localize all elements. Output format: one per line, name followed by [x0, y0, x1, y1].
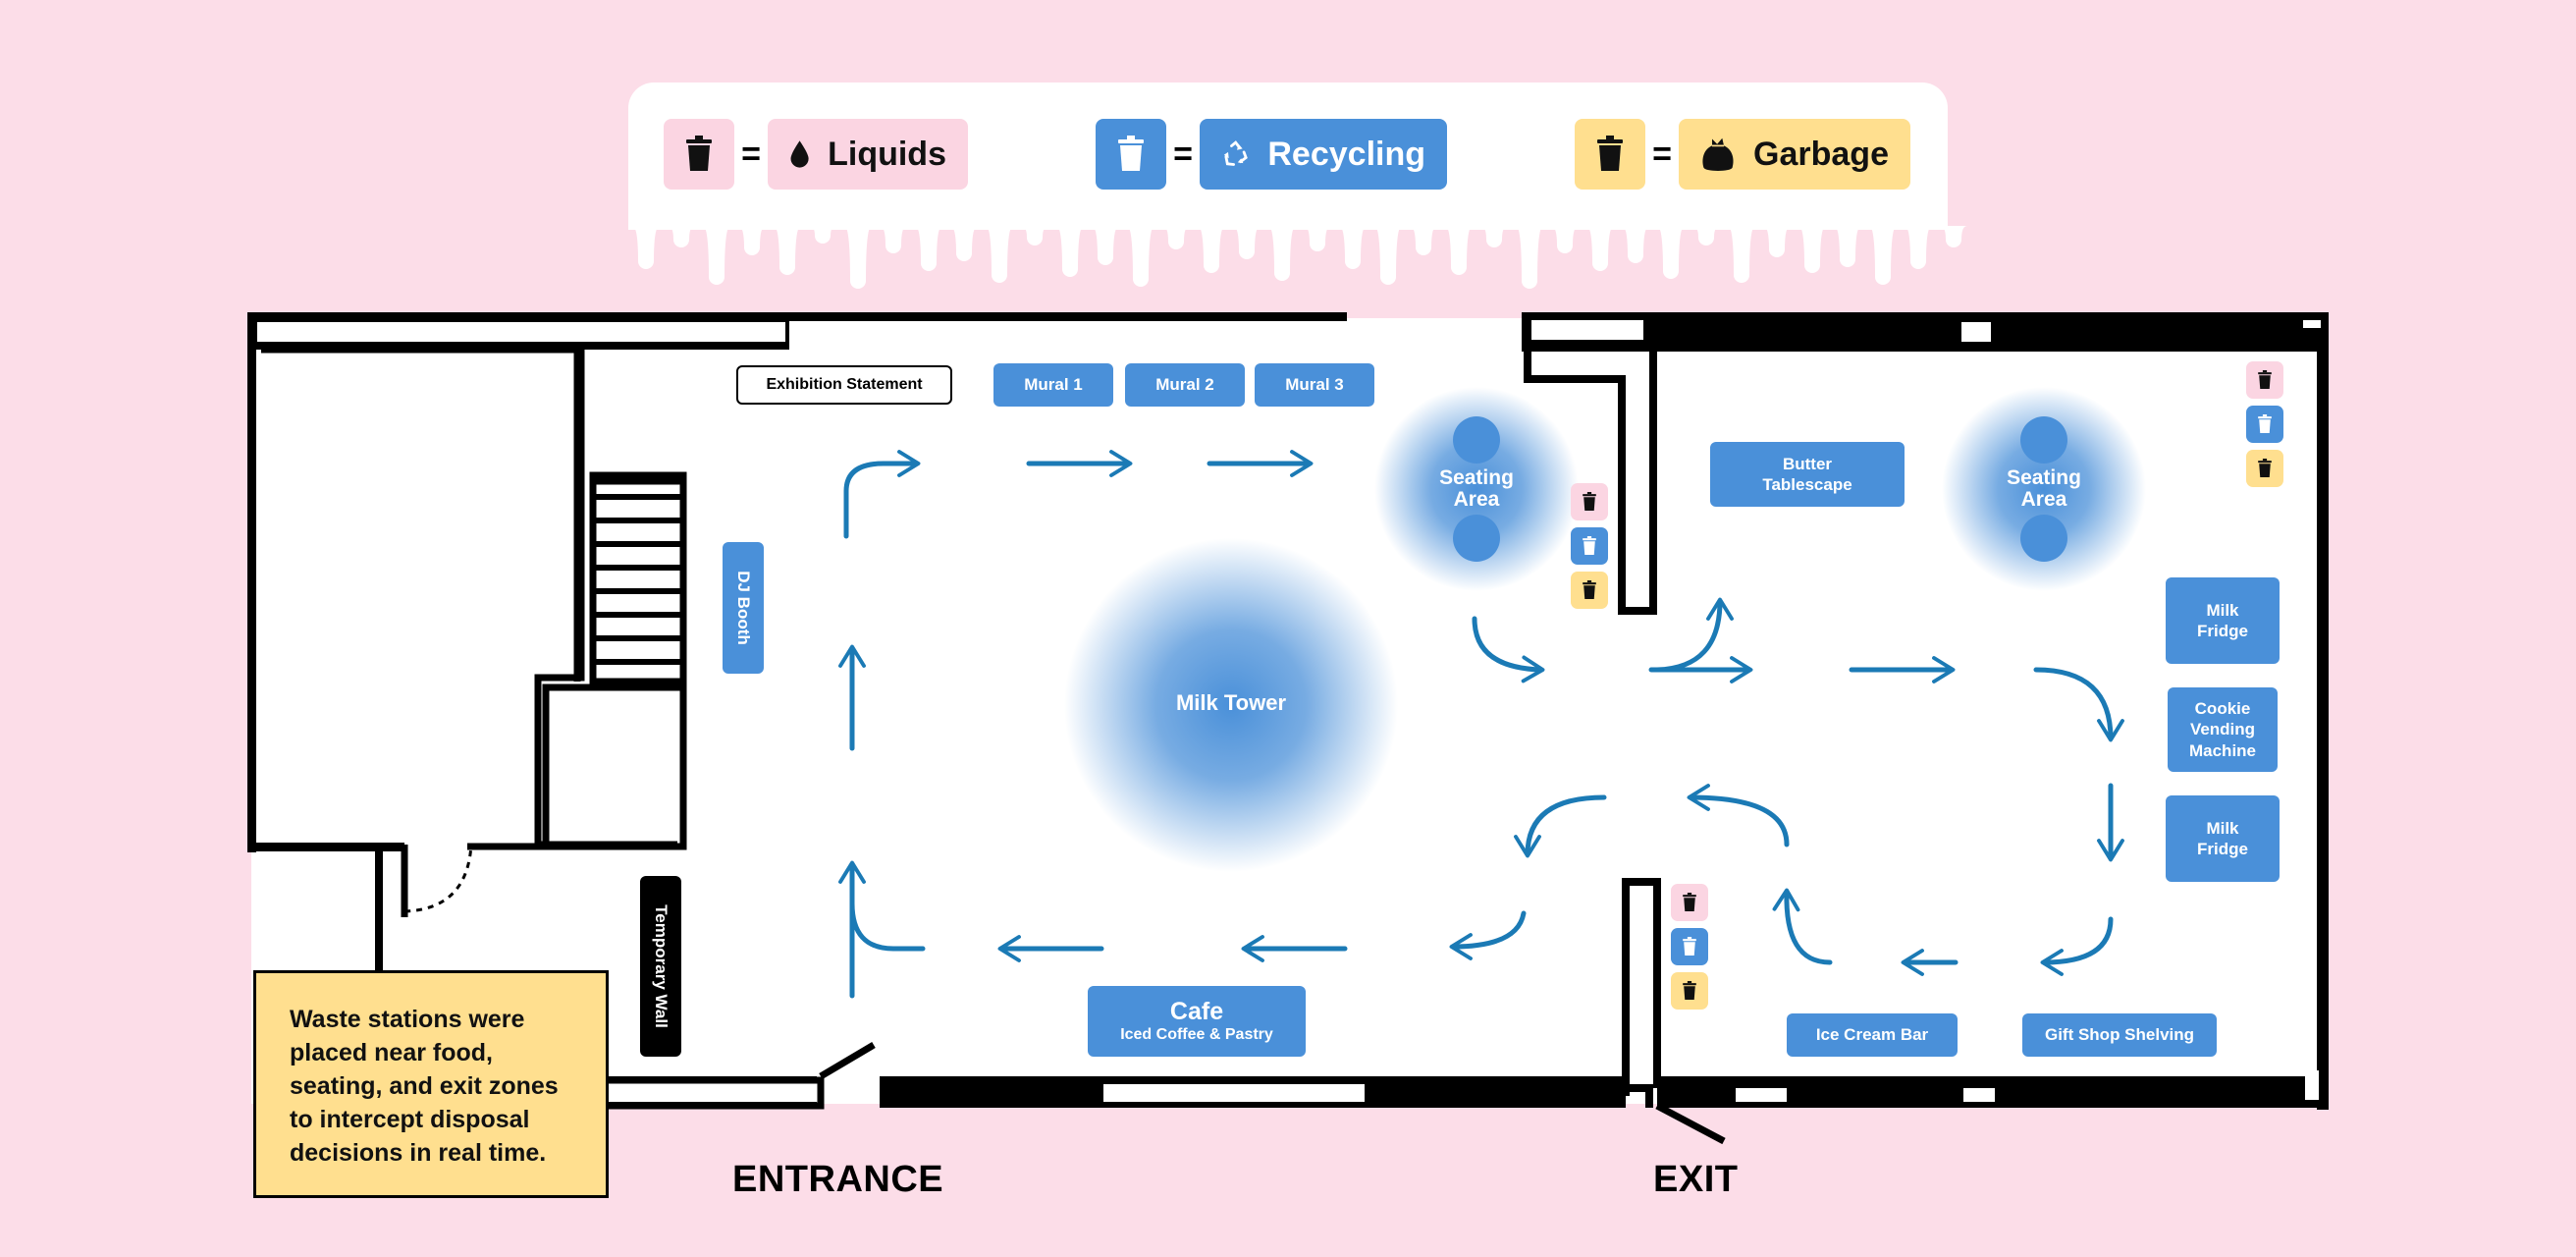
cookie-vending-machine: Cookie Vending Machine [2168, 687, 2278, 772]
seating-area-label-1: Seating Area [1439, 466, 1514, 512]
butter-tablescape: Butter Tablescape [1710, 442, 1905, 507]
garbage-bin-icon [1571, 572, 1608, 609]
milk-tower-label: Milk Tower [1175, 690, 1287, 715]
equals-sign: = [1652, 136, 1672, 173]
drip-shape [628, 220, 1967, 289]
entrance-walls [609, 1041, 1726, 1145]
recycling-chip: Recycling [1200, 119, 1447, 190]
door-swing [403, 844, 473, 913]
exit-label: EXIT [1653, 1159, 1739, 1200]
liquids-chip: Liquids [768, 119, 968, 190]
temporary-wall: Temporary Wall [640, 876, 681, 1057]
cafe: Cafe Iced Coffee & Pastry [1088, 986, 1306, 1057]
flow-arrows [838, 450, 2124, 999]
garbage-bin-icon [2246, 450, 2283, 487]
mural-2: Mural 2 [1125, 363, 1245, 407]
mural-3: Mural 3 [1255, 363, 1374, 407]
drip-decoration [628, 220, 1967, 289]
exhibition-statement: Exhibition Statement [736, 365, 952, 405]
recycling-label: Recycling [1267, 135, 1425, 173]
trash-icon [664, 119, 734, 190]
recycling-bin-icon [1571, 527, 1608, 565]
zone-glows [1064, 387, 2146, 872]
dj-booth-label: DJ Booth [734, 571, 754, 645]
garbage-chip: Garbage [1679, 119, 1910, 190]
stairs [593, 494, 683, 665]
trash-icon [1096, 119, 1166, 190]
dj-booth: DJ Booth [723, 542, 764, 674]
milk-fridge-2: Milk Fridge [2166, 795, 2280, 882]
partition-walls [1524, 342, 1661, 1108]
mural-1: Mural 1 [993, 363, 1113, 407]
liquids-bin-icon [1571, 483, 1608, 520]
waste-station-note: Waste stations were placed near food, se… [253, 970, 609, 1198]
recycle-icon [1223, 140, 1248, 166]
gift-shop-shelving: Gift Shop Shelving [2022, 1013, 2217, 1057]
ice-cream-bar: Ice Cream Bar [1787, 1013, 1958, 1057]
temporary-wall-label: Temporary Wall [652, 904, 671, 1028]
liquids-label: Liquids [828, 135, 946, 173]
seat-circles [1453, 416, 2067, 562]
milk-fridge-1: Milk Fridge [2166, 577, 2280, 664]
equals-sign: = [1173, 136, 1193, 173]
recycling-bin-icon [1671, 928, 1708, 965]
liquids-bin-icon [2246, 361, 2283, 399]
garbage-label: Garbage [1753, 135, 1889, 173]
droplet-icon [790, 140, 809, 168]
seating-area-label-2: Seating Area [2007, 466, 2081, 512]
recycling-bin-icon [2246, 406, 2283, 443]
entrance-label: ENTRANCE [732, 1159, 944, 1200]
garbage-bag-icon [1702, 137, 1734, 171]
wall-openings [257, 320, 2321, 1102]
liquids-bin-icon [1671, 884, 1708, 921]
cafe-sublabel: Iced Coffee & Pastry [1120, 1026, 1273, 1043]
legend-panel: = Liquids = Recycling [628, 82, 1948, 230]
garbage-bin-icon [1671, 972, 1708, 1010]
equals-sign: = [741, 136, 761, 173]
service-block [257, 342, 687, 962]
trash-icon [1575, 119, 1645, 190]
cafe-label: Cafe [1169, 998, 1224, 1025]
